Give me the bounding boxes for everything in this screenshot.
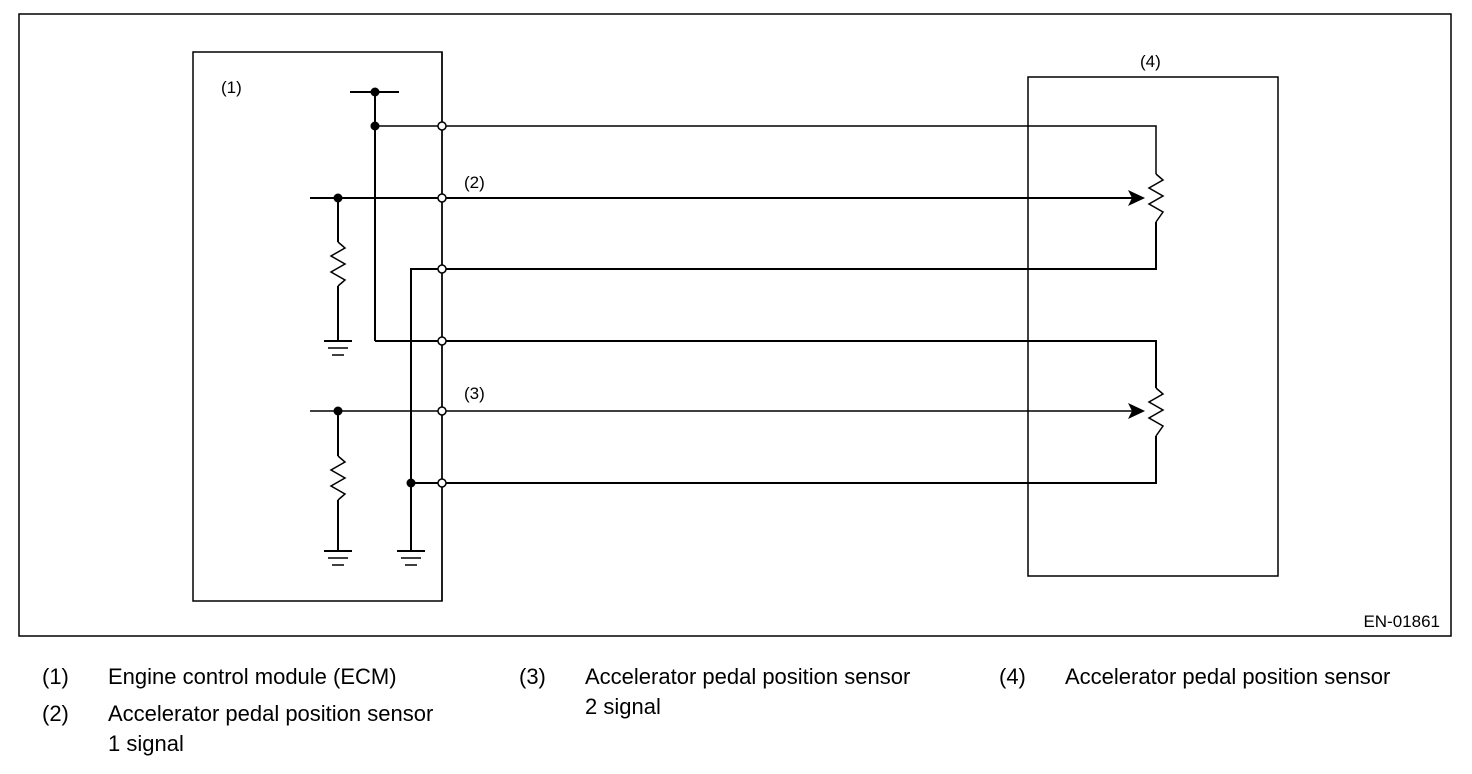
legend-text-2b: 1 signal [108,731,184,756]
legend-num-4: (4) [999,664,1026,689]
wiper-arrow-1 [1128,190,1145,206]
signal1-label: (2) [464,173,485,192]
sensor-label: (4) [1140,52,1161,71]
ecm-label: (1) [221,78,242,97]
figure-id: EN-01861 [1363,612,1440,631]
legend-num-2: (2) [42,701,69,726]
signal2-label: (3) [464,384,485,403]
wiring-diagram: (1) (4) [18,13,1452,637]
junction-dots [333,87,416,488]
potentiometer-1 [1147,173,1165,223]
legend-text-3b: 2 signal [585,694,661,719]
connector-terminals [437,121,447,488]
legend-text-2a: Accelerator pedal position sensor [108,701,434,726]
legend-text-4: Accelerator pedal position sensor [1065,664,1391,689]
wiper-arrow-2 [1128,403,1145,419]
legend-num-3: (3) [519,664,546,689]
legend-num-1: (1) [42,664,69,689]
legend-text-3a: Accelerator pedal position sensor [585,664,911,689]
wiring [310,52,1157,601]
legend-text-1: Engine control module (ECM) [108,664,397,689]
sensor-box [1027,76,1279,577]
diagram-frame [18,13,1452,637]
ecm-box [192,51,443,602]
potentiometer-2 [1147,387,1165,437]
